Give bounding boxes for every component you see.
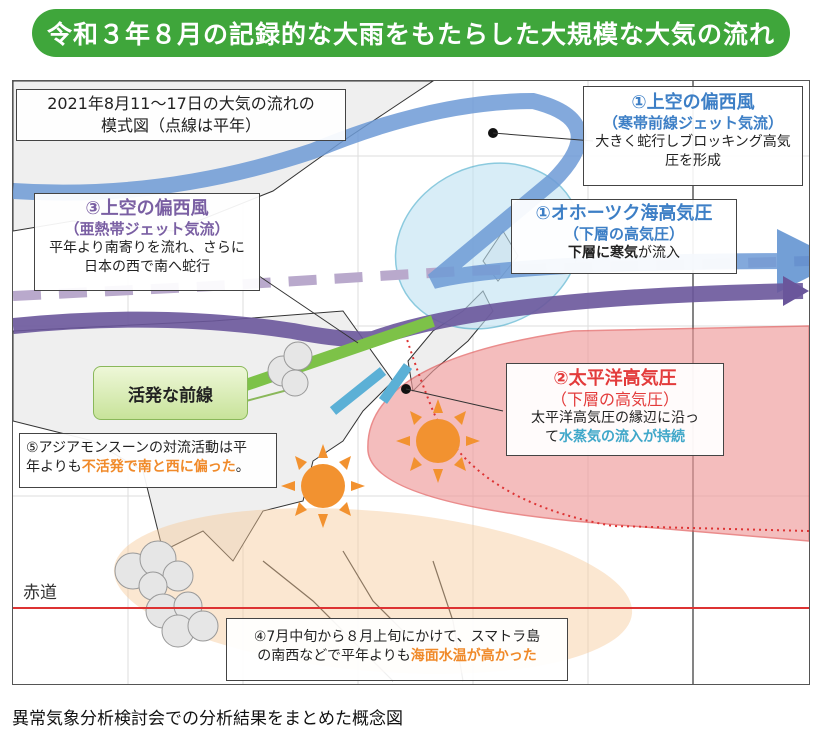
subtropical-jet-heading: ③上空の偏西風 <box>85 198 209 219</box>
polar-jet-sub: （寒帯前線ジェット気流） <box>602 114 783 132</box>
polar-jet-desc-2: 圧を形成 <box>665 153 721 169</box>
active-front-label: 活発な前線 <box>93 366 248 420</box>
subtropical-jet-box: ③上空の偏西風 （亜熱帯ジェット気流） 平年より南寄りを流れ、さらに 日本の西で… <box>34 193 260 291</box>
monsoon-desc-end: 。 <box>235 459 250 475</box>
sst-box: ④7月中旬から８月上旬にかけて、スマトラ島 の南西などで平年よりも海面水温が高か… <box>226 618 568 681</box>
pacific-desc-2: て <box>545 429 559 445</box>
subtropical-jet-desc-1: 平年より南寄りを流れ、さらに <box>49 240 245 256</box>
page-title: 令和３年８月の記録的な大雨をもたらした大規模な大気の流れ <box>32 9 790 57</box>
monsoon-desc-2: 年よりも <box>26 459 82 475</box>
monsoon-desc-1: ⑤アジアモンスーンの対流活動は平 <box>26 440 248 456</box>
subtropical-jet-desc-2: 日本の西で南へ蛇行 <box>84 259 210 275</box>
figure-caption: 異常気象分析検討会での分析結果をまとめた概念図 <box>12 709 403 729</box>
okhotsk-desc-rest: が流入 <box>638 245 680 261</box>
sst-desc-2: の南西などで平年よりも <box>257 648 411 664</box>
pacific-desc-1: 太平洋高気圧の縁辺に沿っ <box>531 410 699 426</box>
moisture-inflow-arrows <box>329 363 413 415</box>
pacific-sub: （下層の高気圧） <box>550 390 679 409</box>
subtropical-jet-stream <box>13 283 804 348</box>
monsoon-desc-highlight: 不活発で南と西に偏った <box>81 459 236 475</box>
diagram-header-box: 2021年8月11～17日の大気の流れの 模式図（点線は平年） <box>16 89 346 141</box>
equator-label: 赤道 <box>23 583 57 603</box>
polar-jet-heading: ①上空の偏西風 <box>631 92 755 113</box>
sst-desc-1: ④7月中旬から８月上旬にかけて、スマトラ島 <box>253 629 541 645</box>
okhotsk-desc-bold: 下層に寒気 <box>568 245 638 261</box>
pacific-heading: ②太平洋高気圧 <box>553 368 677 389</box>
polar-jet-box: ①上空の偏西風 （寒帯前線ジェット気流） 大きく蛇行しブロッキング高気 圧を形成 <box>583 86 803 186</box>
sun-icon <box>281 444 365 528</box>
polar-jet-desc-1: 大きく蛇行しブロッキング高気 <box>595 134 791 150</box>
sst-desc-highlight: 海面水温が高かった <box>410 648 537 664</box>
weather-map: 2021年8月11～17日の大気の流れの 模式図（点線は平年） ③上空の偏西風 … <box>12 80 810 685</box>
cloud-icon <box>114 540 219 648</box>
polar-jet-stream <box>13 92 809 294</box>
monsoon-box: ⑤アジアモンスーンの対流活動は平 年よりも不活発で南と西に偏った。 <box>19 433 277 488</box>
sun-icon <box>396 399 480 483</box>
subtropical-jet-sub: （亜熱帯ジェット気流） <box>64 220 230 238</box>
okhotsk-sub: （下層の高気圧） <box>563 225 684 243</box>
okhotsk-heading: ①オホーツク海高気圧 <box>535 203 713 224</box>
cloud-icon <box>267 341 313 397</box>
header-line-1: 2021年8月11～17日の大気の流れの <box>47 94 315 113</box>
pacific-high-box: ②太平洋高気圧 （下層の高気圧） 太平洋高気圧の縁辺に沿っ て水蒸気の流入が持続 <box>506 363 724 456</box>
okhotsk-high-box: ①オホーツク海高気圧 （下層の高気圧） 下層に寒気が流入 <box>511 199 737 274</box>
header-line-2: 模式図（点線は平年） <box>100 116 261 135</box>
pacific-desc-highlight: 水蒸気の流入が持続 <box>559 429 685 445</box>
pacific-high-normal <box>402 325 809 532</box>
